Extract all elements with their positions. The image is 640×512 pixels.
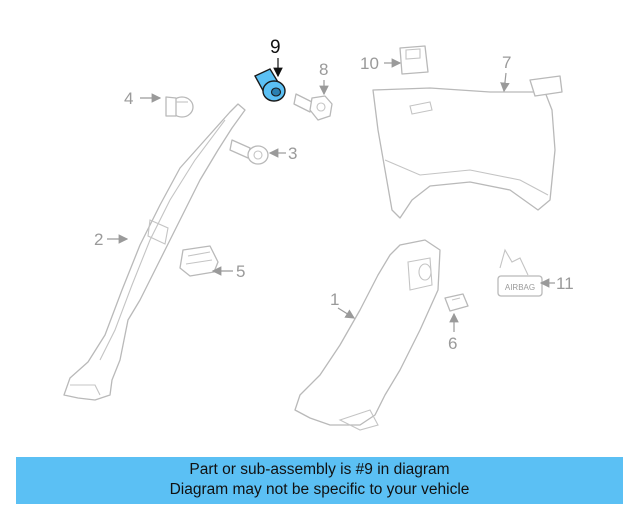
part-3-bolt [229, 139, 269, 165]
part-7-quarter-trim [372, 75, 563, 219]
part-6-clip [444, 293, 469, 312]
callout-6: 6 [448, 334, 457, 353]
banner-line-2: Diagram may not be specific to your vehi… [169, 481, 470, 498]
part-4-push-clip [165, 96, 194, 118]
banner-line-1: Part or sub-assembly is #9 in diagram [189, 461, 450, 478]
part-1-lower-trim [294, 239, 441, 431]
callout-8: 8 [319, 60, 328, 79]
part-9-highlighted-fastener [254, 68, 286, 102]
part-5-clip [179, 245, 219, 277]
leader-lines [107, 58, 555, 332]
callout-4: 4 [124, 89, 133, 108]
part-8-bolt [293, 93, 333, 121]
part-10-bracket [399, 45, 429, 75]
callout-10: 10 [360, 54, 379, 73]
callout-5: 5 [236, 262, 245, 281]
info-banner: Part or sub-assembly is #9 in diagram Di… [16, 457, 623, 504]
callout-1: 1 [330, 290, 339, 309]
part-11-airbag-label: AIRBAG [497, 248, 543, 297]
part-2-pillar-trim [63, 103, 246, 401]
callout-2: 2 [94, 230, 103, 249]
callout-7: 7 [502, 53, 511, 72]
airbag-label-text: AIRBAG [505, 283, 535, 292]
parts-diagram: AIRBAG 9 8 10 7 4 3 2 5 1 6 11 [63, 37, 574, 431]
callout-9: 9 [270, 37, 281, 58]
callout-3: 3 [288, 144, 297, 163]
callout-11: 11 [556, 274, 574, 293]
